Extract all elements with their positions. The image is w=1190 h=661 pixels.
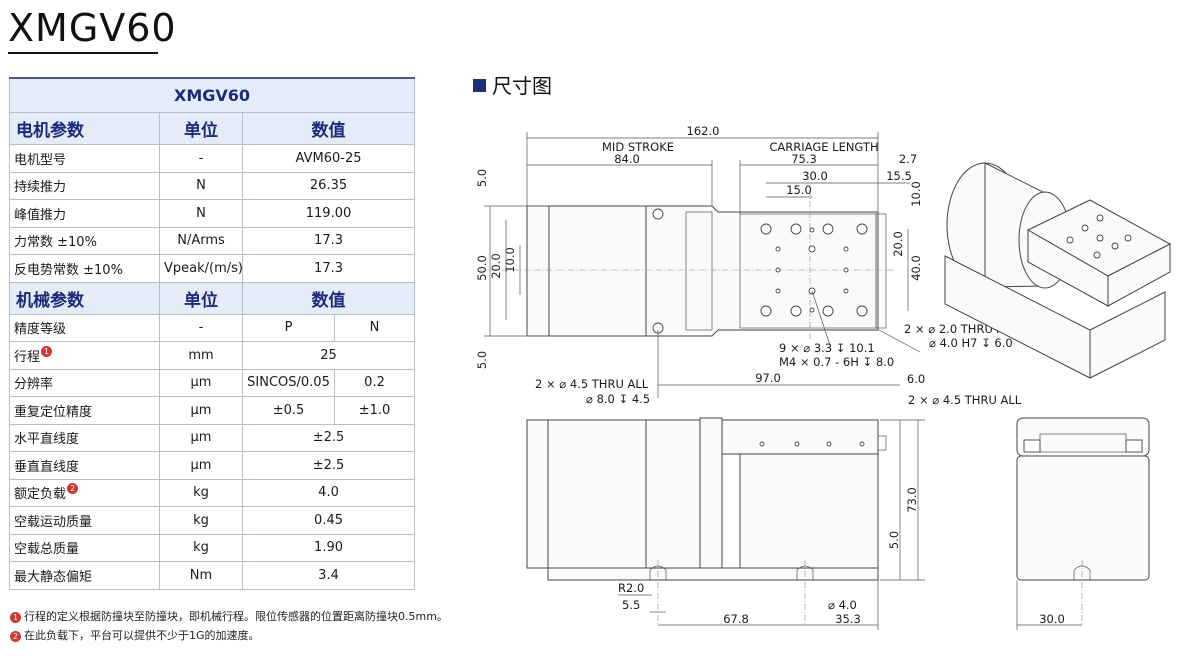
- mech-section-header: 机械参数 单位 数值: [9, 281, 416, 315]
- table-row: 反电势常数 ±10%Vpeak/(m/s)17.3: [9, 254, 416, 283]
- svg-text:73.0: 73.0: [905, 487, 919, 513]
- svg-text:5.0: 5.0: [475, 351, 489, 369]
- motor-section-header: 电机参数 单位 数值: [9, 112, 416, 145]
- svg-text:10.0: 10.0: [909, 181, 923, 207]
- svg-text:6.0: 6.0: [907, 372, 925, 386]
- footnote-marker: 1: [41, 345, 53, 357]
- top-view: 162.0 MID STROKE 84.0 CARRIAGE LENGTH 75…: [475, 124, 1022, 407]
- svg-text:15.0: 15.0: [786, 183, 812, 197]
- svg-text:M4 × 0.7 - 6H ↧ 8.0: M4 × 0.7 - 6H ↧ 8.0: [779, 355, 894, 369]
- carriage-hole-grid: [760, 223, 868, 317]
- svg-text:R2.0: R2.0: [618, 581, 644, 595]
- svg-text:⌀ 4.0 H7 ↧ 6.0: ⌀ 4.0 H7 ↧ 6.0: [929, 336, 1013, 350]
- svg-text:162.0: 162.0: [687, 124, 720, 138]
- table-row: 电机型号-AVM60-25: [9, 144, 416, 173]
- svg-text:2 × ⌀ 4.5 THRU ALL: 2 × ⌀ 4.5 THRU ALL: [908, 393, 1022, 407]
- svg-text:35.3: 35.3: [835, 612, 861, 626]
- carriage-front: [721, 419, 879, 455]
- svg-text:⌀ 8.0 ↧ 4.5: ⌀ 8.0 ↧ 4.5: [586, 392, 650, 406]
- page-title: XMGV60: [8, 6, 177, 50]
- svg-text:5.5: 5.5: [622, 598, 640, 612]
- svg-text:2.7: 2.7: [899, 152, 917, 166]
- svg-text:⌀ 4.0: ⌀ 4.0: [828, 598, 857, 612]
- title-underline: [8, 52, 158, 54]
- svg-text:5.0: 5.0: [887, 531, 901, 549]
- svg-text:30.0: 30.0: [802, 169, 828, 183]
- svg-text:5.0: 5.0: [475, 169, 489, 187]
- svg-text:MID STROKE: MID STROKE: [602, 140, 674, 154]
- motor-housing-front: [547, 419, 647, 569]
- dimension-heading: 尺寸图: [473, 70, 552, 99]
- end-view: 30.0: [1016, 417, 1150, 630]
- svg-text:67.8: 67.8: [723, 612, 749, 626]
- front-view: 73.0 5.0 R2.0 5.5 67.8 ⌀ 4.0 35.3: [526, 417, 925, 630]
- svg-text:10.0: 10.0: [503, 247, 517, 273]
- svg-text:97.0: 97.0: [755, 371, 781, 385]
- svg-text:20.0: 20.0: [489, 253, 503, 279]
- svg-text:40.0: 40.0: [909, 255, 923, 281]
- svg-text:9 × ⌀ 3.3 ↧ 10.1: 9 × ⌀ 3.3 ↧ 10.1: [779, 341, 875, 355]
- table-model-title: XMGV60: [8, 77, 416, 113]
- footnote-marker: 2: [67, 483, 79, 495]
- mount-hole: [652, 208, 664, 220]
- svg-text:84.0: 84.0: [614, 152, 640, 166]
- isometric-view: [944, 162, 1172, 379]
- heading-square-icon: [473, 79, 486, 92]
- svg-text:15.5: 15.5: [886, 169, 912, 183]
- stage-body-top: [645, 205, 879, 337]
- svg-text:30.0: 30.0: [1039, 612, 1065, 626]
- svg-text:20.0: 20.0: [891, 231, 905, 257]
- svg-text:CARRIAGE LENGTH: CARRIAGE LENGTH: [769, 140, 878, 154]
- motor-cap-top: [526, 205, 550, 337]
- svg-text:50.0: 50.0: [475, 255, 489, 281]
- svg-text:75.3: 75.3: [791, 152, 817, 166]
- svg-text:2 × ⌀ 4.5 THRU ALL: 2 × ⌀ 4.5 THRU ALL: [535, 377, 649, 391]
- motor-housing-top: [547, 205, 647, 337]
